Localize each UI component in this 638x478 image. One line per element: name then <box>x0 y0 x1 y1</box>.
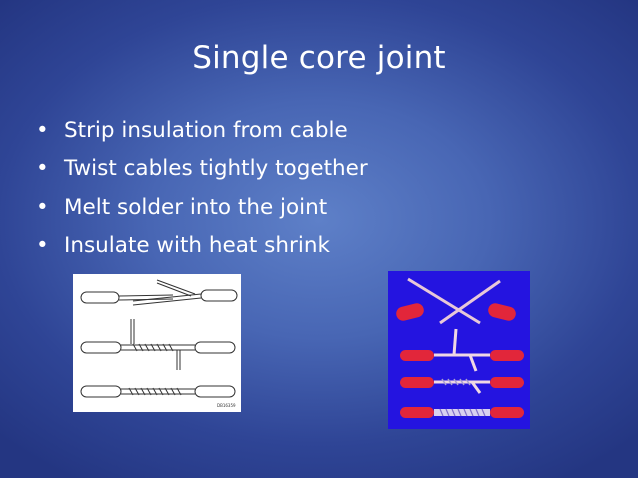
joint-color-illustration <box>388 271 530 429</box>
figure-caption: DB16359 <box>217 403 236 408</box>
bullet-dot: • <box>36 118 49 143</box>
bullet-text: Twist cables tightly together <box>64 156 368 182</box>
bullet-list: • Strip insulation from cable • Twist cabl… <box>36 117 368 270</box>
bullet-dot: • <box>36 194 49 220</box>
bullet-item: • Insulate with heat shrink <box>36 232 368 260</box>
bullet-dot: • <box>36 232 49 258</box>
bullet-item: • Twist cables tightly together <box>36 155 368 183</box>
bullet-text: Strip insulation from cable <box>64 118 348 143</box>
bullet-dot: • <box>36 156 49 182</box>
joint-color-illustration-svg <box>388 271 530 429</box>
joint-line-drawing-svg: DB16359 <box>80 279 238 408</box>
bullet-text: Melt solder into the joint <box>64 194 328 220</box>
bullet-item: • Melt solder into the joint <box>36 194 368 222</box>
joint-line-drawing: DB16359 <box>73 274 241 412</box>
slide-title: Single core joint <box>192 40 446 76</box>
bullet-item: • Strip insulation from cable <box>36 117 368 145</box>
bullet-text: Insulate with heat shrink <box>64 232 330 258</box>
